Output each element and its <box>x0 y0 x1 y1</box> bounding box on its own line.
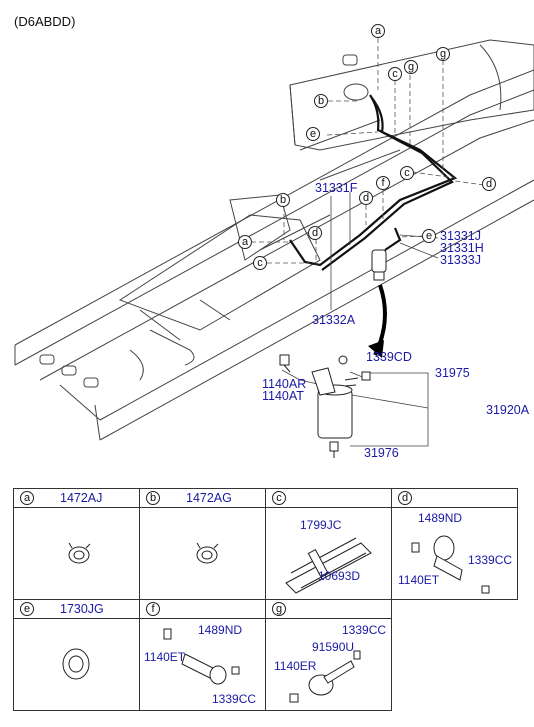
callout-g-top: g <box>404 60 418 74</box>
callout-a-left: a <box>238 235 252 249</box>
cell-label: 91590U <box>312 640 355 654</box>
cell-c: c 1799JC 10693D <box>265 488 392 600</box>
cell-g: g 1339CC 91590U 1140ER <box>265 599 392 711</box>
callout-c-top: c <box>388 67 402 81</box>
empty-cell <box>392 600 518 711</box>
callout-e-right: e <box>422 229 436 243</box>
clip-1472AJ-icon <box>68 542 91 564</box>
cell-label: 1339CC <box>212 692 257 706</box>
callout-d-left: d <box>308 226 322 240</box>
part-1339CD: 1339CD <box>366 350 412 364</box>
cell-label: 1339CC <box>342 623 387 637</box>
cell-code: 1472AG <box>186 491 232 505</box>
clip-1472AG-icon <box>196 542 219 564</box>
callout-d-mid: d <box>359 191 373 205</box>
cell-letter: g <box>272 602 286 616</box>
callout-b-top: b <box>314 94 328 108</box>
grommet-1730JG-icon <box>62 648 90 680</box>
part-31920A: 31920A <box>486 403 530 417</box>
tube-protector-icon <box>285 537 372 594</box>
part-31331H: 31331H <box>440 241 484 255</box>
bracket-clamp-icon <box>163 628 240 685</box>
cell-label: 1140ET <box>144 650 186 664</box>
cell-letter: e <box>20 602 34 616</box>
cell-label: 1339CC <box>468 553 513 567</box>
cell-label: 10693D <box>318 569 361 583</box>
part-1140AT: 1140AT <box>262 389 304 403</box>
cell-label: 1799JC <box>300 518 342 532</box>
cell-letter: d <box>398 491 412 505</box>
cell-label: 1140ET <box>398 573 440 587</box>
fuel-lines <box>289 94 458 271</box>
fuel-pump-cap <box>343 83 369 101</box>
part-31331J: 31331J <box>440 229 482 243</box>
callout-d-right: d <box>482 177 496 191</box>
callout-c-mid: c <box>400 166 414 180</box>
cell-letter: a <box>20 491 34 505</box>
part-31976: 31976 <box>364 446 399 460</box>
cell-b: b 1472AG <box>139 488 266 600</box>
model-code: (D6ABDD) <box>14 14 76 29</box>
frame-illustration <box>14 38 534 458</box>
callout-g-right: g <box>436 47 450 61</box>
cell-label: 1489ND <box>198 623 243 637</box>
bracket-clamp-icon <box>411 535 490 594</box>
cell-code: 1472AJ <box>60 491 103 505</box>
cell-label: 1140ER <box>274 659 317 673</box>
cell-a: a 1472AJ <box>13 488 140 600</box>
cell-letter: f <box>146 602 160 616</box>
cell-e: e 1730JG <box>13 599 140 711</box>
callout-a-top: a <box>371 24 385 38</box>
part-31975: 31975 <box>435 366 470 380</box>
fuel-tank-outline <box>289 39 534 151</box>
frame-rail-top-edge <box>14 69 534 346</box>
part-31332A: 31332A <box>312 313 356 327</box>
part-1140AR: 1140AR <box>262 377 307 391</box>
cell-letter: b <box>146 491 160 505</box>
callout-e-top: e <box>306 127 320 141</box>
cell-code: 1730JG <box>60 602 104 616</box>
cell-letter: c <box>272 491 286 505</box>
clamp-with-bolt-icon <box>289 650 361 703</box>
fuel-filter-enlarged <box>279 354 371 458</box>
cell-d: d 1489ND 1339CC 1140ET <box>391 488 518 600</box>
cell-label: 1489ND <box>418 511 463 525</box>
part-31333J: 31333J <box>440 253 482 267</box>
callout-b-left: b <box>276 193 290 207</box>
cell-f: f 1489ND 1140ET 1339CC <box>139 599 266 711</box>
part-31331F: 31331F <box>315 181 358 195</box>
callout-f-mid: f <box>376 176 390 190</box>
parts-table: a 1472AJ b 1472AG c <box>13 488 518 711</box>
callout-c-left: c <box>253 256 267 270</box>
